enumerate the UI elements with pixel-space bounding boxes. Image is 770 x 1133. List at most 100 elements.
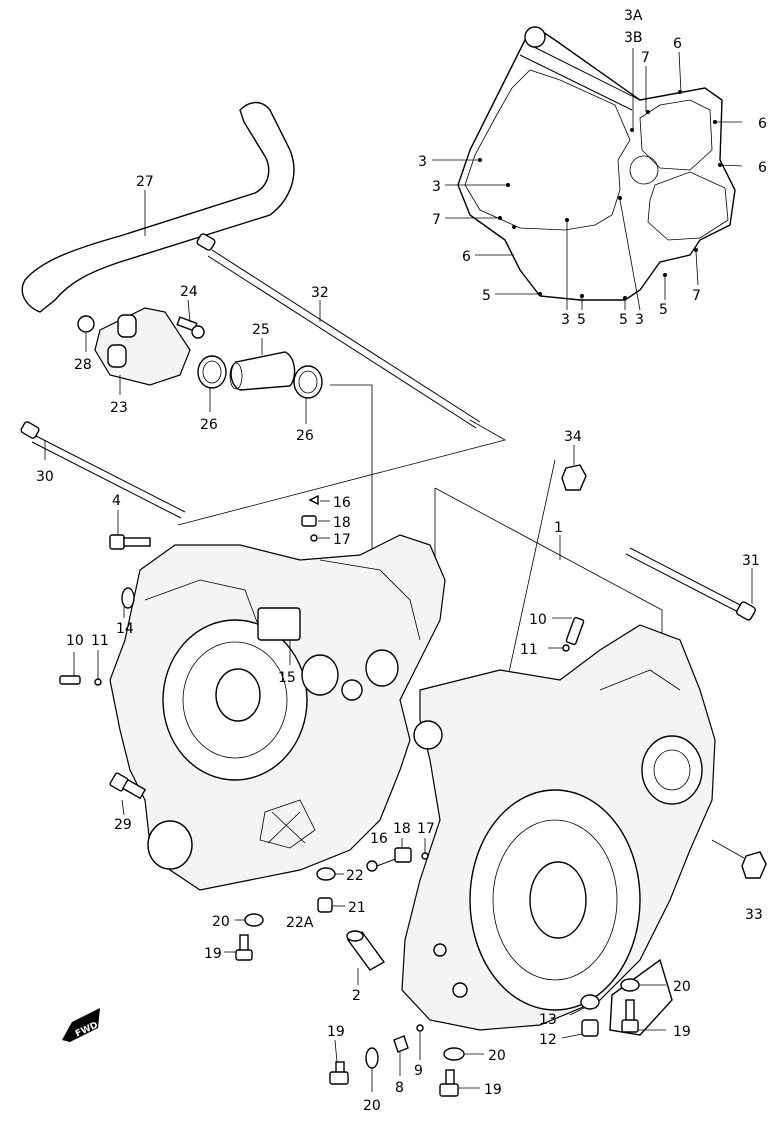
callout-26: 26 bbox=[200, 417, 218, 433]
callout-13: 13 bbox=[539, 1012, 557, 1028]
callout-24: 24 bbox=[180, 284, 198, 300]
callout-5: 5 bbox=[482, 288, 491, 304]
bracket-18-lower bbox=[394, 838, 412, 863]
callout-14: 14 bbox=[116, 621, 134, 637]
callout-25: 25 bbox=[252, 322, 270, 338]
oring-17-upper bbox=[310, 534, 330, 542]
callout-26: 26 bbox=[296, 428, 314, 444]
callout-7: 7 bbox=[432, 212, 441, 228]
callout-3: 3 bbox=[418, 154, 427, 170]
callout-12: 12 bbox=[539, 1032, 557, 1048]
sensor-10-right bbox=[552, 616, 585, 646]
washer-20-bottom bbox=[365, 1047, 379, 1092]
callout-20: 20 bbox=[673, 979, 691, 995]
washer-14 bbox=[121, 587, 135, 618]
nut-33 bbox=[711, 839, 767, 879]
callout-18: 18 bbox=[333, 515, 351, 531]
sensor-10-left bbox=[59, 652, 81, 685]
callout-3A: 3A bbox=[624, 8, 643, 24]
callout-3: 3 bbox=[635, 312, 644, 328]
breather-cover bbox=[94, 307, 191, 395]
callout-20: 20 bbox=[363, 1098, 381, 1114]
hose-25 bbox=[229, 338, 296, 391]
right-crankcase-half bbox=[401, 535, 716, 1036]
oring-11-right bbox=[548, 644, 570, 652]
callout-19: 19 bbox=[673, 1024, 691, 1040]
clamp-26-right bbox=[293, 365, 323, 424]
oring-9 bbox=[416, 1024, 424, 1060]
callout-6: 6 bbox=[673, 36, 682, 52]
callout-20: 20 bbox=[488, 1048, 506, 1064]
callout-16: 16 bbox=[370, 831, 388, 847]
through-bolt-31 bbox=[625, 547, 757, 621]
o-ring-28 bbox=[77, 315, 95, 352]
callout-32: 32 bbox=[311, 285, 329, 301]
callout-6: 6 bbox=[758, 116, 767, 132]
callout-27: 27 bbox=[136, 174, 154, 190]
callout-28: 28 bbox=[74, 357, 92, 373]
dowel-pin-2 bbox=[346, 930, 386, 985]
callout-19: 19 bbox=[484, 1082, 502, 1098]
bolt-19-left bbox=[224, 934, 253, 961]
callout-23: 23 bbox=[110, 400, 128, 416]
callout-22: 22 bbox=[346, 868, 364, 884]
callout-6: 6 bbox=[758, 160, 767, 176]
washer-20-left bbox=[235, 913, 264, 927]
washer-20-right-upper bbox=[620, 978, 666, 992]
callout-15: 15 bbox=[278, 670, 296, 686]
breather-hose bbox=[21, 101, 295, 313]
callout-6: 6 bbox=[462, 249, 471, 265]
washer-20-mid bbox=[443, 1047, 484, 1061]
callout-31: 31 bbox=[742, 553, 760, 569]
callout-19: 19 bbox=[327, 1024, 345, 1040]
callout-9: 9 bbox=[414, 1063, 423, 1079]
callout-labels: 3A 3B 7 6 6 6 3 3 7 6 5 3 5 5 3 5 7 27 2… bbox=[36, 8, 767, 1114]
plug-21 bbox=[317, 897, 345, 913]
callout-10: 10 bbox=[529, 612, 547, 628]
callout-29: 29 bbox=[114, 817, 132, 833]
callout-33: 33 bbox=[745, 907, 763, 923]
callout-2: 2 bbox=[352, 988, 361, 1004]
callout-19: 19 bbox=[204, 946, 222, 962]
callout-1: 1 bbox=[554, 520, 563, 536]
plug-12 bbox=[561, 1019, 599, 1039]
bolt-19-right bbox=[621, 999, 666, 1033]
bolt-4 bbox=[109, 510, 151, 550]
callout-17: 17 bbox=[333, 532, 351, 548]
callout-3B: 3B bbox=[624, 30, 643, 46]
callout-5: 5 bbox=[659, 302, 668, 318]
callout-16: 16 bbox=[333, 495, 351, 511]
bracket-18-upper bbox=[301, 515, 330, 527]
through-bolt-32 bbox=[196, 233, 481, 429]
bolt-16-lower bbox=[366, 857, 399, 872]
callout-4: 4 bbox=[112, 493, 121, 509]
callout-11: 11 bbox=[520, 642, 538, 658]
callout-18: 18 bbox=[393, 821, 411, 837]
callout-10: 10 bbox=[66, 633, 84, 649]
callout-20: 20 bbox=[212, 914, 230, 930]
callout-22A: 22A bbox=[286, 915, 314, 931]
callout-34: 34 bbox=[564, 429, 582, 445]
oring-17-lower bbox=[421, 838, 429, 860]
callout-7: 7 bbox=[641, 50, 650, 66]
fwd-arrow-badge: FWD bbox=[62, 1008, 100, 1042]
crankcase-gasket bbox=[432, 26, 743, 311]
through-bolt-30 bbox=[20, 421, 186, 519]
washer-13 bbox=[569, 994, 600, 1016]
oring-11-left bbox=[94, 650, 102, 686]
callout-30: 30 bbox=[36, 469, 54, 485]
bolt-19-bottom-left bbox=[329, 1039, 349, 1085]
callout-5: 5 bbox=[619, 312, 628, 328]
washer-22 bbox=[316, 867, 344, 881]
bolt-24 bbox=[176, 299, 205, 339]
callout-7: 7 bbox=[692, 288, 701, 304]
nut-34 bbox=[561, 445, 587, 491]
callout-5: 5 bbox=[577, 312, 586, 328]
callout-3: 3 bbox=[432, 179, 441, 195]
callout-21: 21 bbox=[348, 900, 366, 916]
bolt-16-upper bbox=[308, 494, 330, 506]
callout-3: 3 bbox=[561, 312, 570, 328]
clamp-26-left bbox=[197, 355, 227, 412]
left-crankcase-half bbox=[109, 534, 446, 891]
